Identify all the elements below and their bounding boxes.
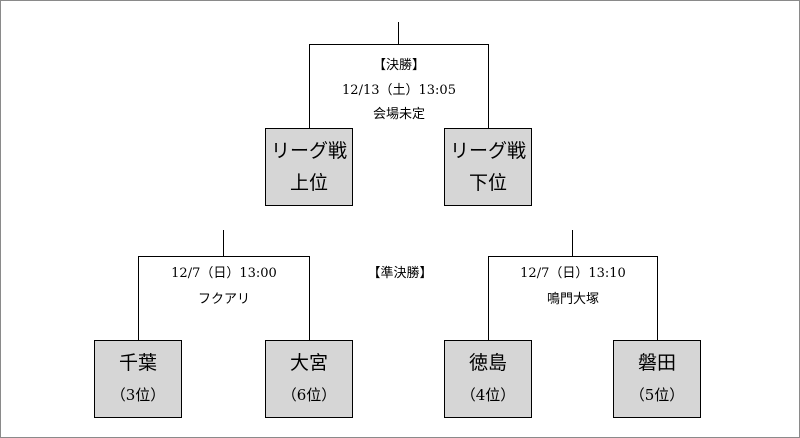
semi-right-drop-line-b <box>657 256 658 340</box>
league-top-box: リーグ戦 上位 <box>265 128 353 206</box>
semi-right-drop-line-a <box>488 256 489 340</box>
team-name-iwata: 磐田 <box>637 352 676 374</box>
final-bracket-line <box>309 44 489 45</box>
league-bottom-line1: リーグ戦 <box>449 140 526 162</box>
semi-right-venue: 鳴門大塚 <box>546 292 599 307</box>
league-bottom-line2: 下位 <box>468 172 507 194</box>
semi-left-date: 12/7（日）13:00 <box>171 266 277 281</box>
team-name-tokushima: 徳島 <box>468 352 507 374</box>
team-seed-iwata: （5位） <box>629 386 685 404</box>
team-box-omiya: 大宮 （6位） <box>265 340 353 418</box>
final-venue: 会場未定 <box>372 107 425 122</box>
semi-left-bracket-line <box>138 256 310 257</box>
team-name-chiba: 千葉 <box>118 352 157 374</box>
final-left-drop-line <box>309 44 310 128</box>
team-seed-chiba: （3位） <box>110 386 166 404</box>
semi-left-venue: フクアリ <box>197 292 250 307</box>
team-box-chiba: 千葉 （3位） <box>94 340 182 418</box>
final-title: 【決勝】 <box>372 58 425 73</box>
semi-left-drop-line-b <box>309 256 310 340</box>
semi-right-bracket-line <box>488 256 658 257</box>
league-top-line2: 上位 <box>289 172 328 194</box>
league-bottom-box: リーグ戦 下位 <box>444 128 532 206</box>
semi-left-stem-line <box>223 230 224 256</box>
team-name-omiya: 大宮 <box>289 352 328 374</box>
semi-left-drop-line-a <box>138 256 139 340</box>
team-box-iwata: 磐田 （5位） <box>613 340 701 418</box>
team-seed-tokushima: （4位） <box>460 386 516 404</box>
semifinal-title: 【準決勝】 <box>367 266 433 281</box>
final-stem-line <box>398 22 399 44</box>
final-right-drop-line <box>488 44 489 128</box>
team-box-tokushima: 徳島 （4位） <box>444 340 532 418</box>
team-seed-omiya: （6位） <box>281 386 337 404</box>
semi-right-stem-line <box>572 230 573 256</box>
final-date: 12/13（土）13:05 <box>342 83 456 98</box>
league-top-line1: リーグ戦 <box>270 140 347 162</box>
semi-right-date: 12/7（日）13:10 <box>520 266 626 281</box>
